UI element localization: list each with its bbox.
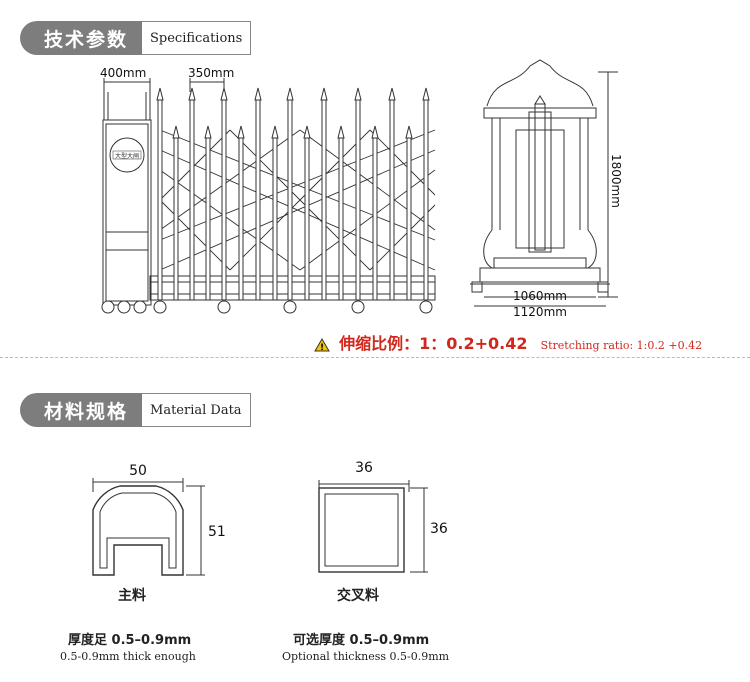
section-tag-material: 材料规格 Material Data (20, 393, 251, 427)
picket-tip (303, 125, 311, 139)
picket-tip (405, 125, 413, 139)
cross-thickness-cn: 可选厚度 0.5–0.9mm (293, 633, 430, 648)
picket-tip (271, 125, 279, 139)
picket-tip (220, 87, 228, 101)
section-title-en: Specifications (142, 21, 252, 55)
gate-wheel (117, 300, 131, 314)
cross-thickness-en: Optional thickness 0.5-0.9mm (282, 650, 450, 663)
section-tag-specifications: 技术参数 Specifications (20, 21, 252, 55)
gate-wheel (351, 300, 365, 314)
picket-tip (354, 87, 362, 101)
picket-tip (286, 87, 294, 101)
ratio-en: Stretching ratio: 1:0.2 +0.42 (540, 339, 703, 352)
section-title-en-2: Material Data (142, 393, 251, 427)
dim-spacing-label: 350mm (188, 66, 234, 80)
stretching-ratio: ! 伸缩比例：1：0.2+0.42 Stretching ratio: 1:0.… (314, 330, 702, 354)
section-title-cn: 技术参数 (20, 21, 143, 55)
gate-wheel (283, 300, 297, 314)
picket-tip (188, 87, 196, 101)
ratio-cn: 伸缩比例：1：0.2+0.42 (339, 334, 528, 353)
dim-left-label: 400mm (100, 66, 146, 80)
picket-tip (388, 87, 396, 101)
picket-tip (320, 87, 328, 101)
picket-tip (172, 125, 180, 139)
picket-tip (237, 125, 245, 139)
gate-wheel (101, 300, 115, 314)
dim-height-label: 1800mm (609, 154, 623, 208)
main-height-label: 51 (208, 524, 226, 540)
dim-width-inner-label: 1060mm (513, 289, 567, 303)
section-divider (0, 357, 750, 358)
svg-text:!: ! (320, 343, 324, 353)
picket-tip (371, 125, 379, 139)
warning-icon: ! (314, 337, 330, 353)
main-thickness-cn: 厚度足 0.5–0.9mm (68, 633, 192, 648)
picket-tip (337, 125, 345, 139)
cross-profile-name: 交叉料 (337, 588, 379, 604)
picket-tip (254, 87, 262, 101)
gate-wheel (133, 300, 147, 314)
gate-plate-text: 大型大闸 (115, 152, 139, 160)
picket-tip (204, 125, 212, 139)
main-thickness-en: 0.5-0.9mm thick enough (60, 650, 196, 663)
picket-tip (156, 87, 164, 101)
dim-width-outer-label: 1120mm (513, 305, 567, 319)
cross-height-label: 36 (430, 521, 448, 537)
main-width-label: 50 (129, 463, 147, 479)
gate-wheel (217, 300, 231, 314)
gate-wheel (419, 300, 433, 314)
picket-tip (422, 87, 430, 101)
gate-wheel (153, 300, 167, 314)
cross-width-label: 36 (355, 460, 373, 476)
main-profile-name: 主料 (118, 588, 146, 604)
section-title-cn-2: 材料规格 (20, 393, 143, 427)
